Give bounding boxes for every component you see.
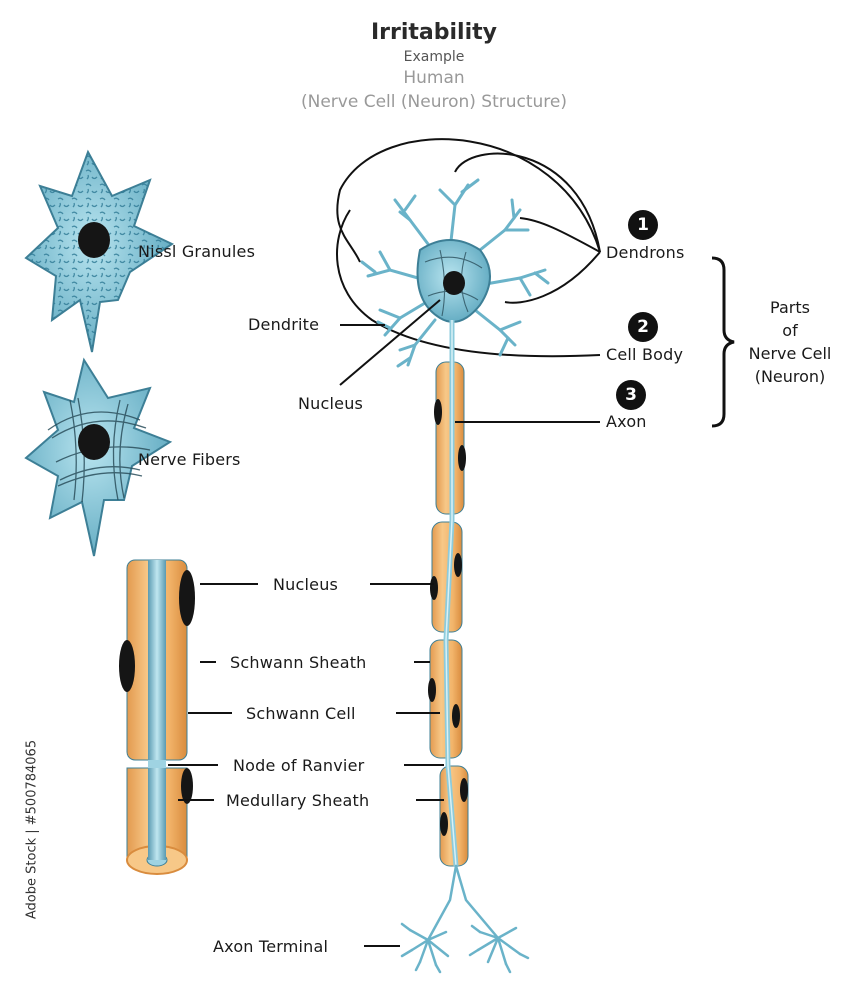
part-number-badge: 3: [616, 380, 646, 410]
dendrons-label: Dendrons: [606, 243, 685, 262]
detail-nucleus-label: Nucleus: [273, 575, 339, 594]
schwann-sheath-label: Schwann Sheath: [230, 653, 367, 672]
stock-watermark: Adobe Stock | #500784065: [24, 739, 40, 920]
axon-terminal-label: Axon Terminal: [213, 937, 329, 956]
diagram-title: Irritability: [370, 20, 498, 45]
part-number-badge: 1: [628, 210, 658, 240]
medullary-sheath-label: Medullary Sheath: [226, 791, 370, 810]
axon-terminal: [400, 864, 530, 974]
nucleus-label: Nucleus: [298, 394, 364, 413]
part-number-badge: 2: [628, 312, 658, 342]
axon: [428, 320, 469, 867]
nerve-fibers-label: Nerve Fibers: [138, 450, 241, 469]
axon-detail: [119, 559, 195, 875]
nissl-granules-label: Nissl Granules: [138, 242, 256, 261]
diagram-subject: Human: [403, 68, 465, 88]
diagram-example-label: Example: [403, 49, 465, 65]
diagram-subtitle: (Nerve Cell (Neuron) Structure): [300, 92, 568, 112]
parts-bracket: [711, 256, 735, 428]
schwann-cell-label: Schwann Cell: [246, 704, 356, 723]
neuron-cell-body: [360, 178, 550, 368]
nerve-fibers-cell: [24, 357, 173, 557]
leader-lines: [168, 299, 600, 947]
cell-body-label: Cell Body: [606, 345, 684, 364]
nissl-granules-cell: [24, 149, 175, 353]
node-of-ranvier-label: Node of Ranvier: [233, 756, 365, 775]
dendrite-label: Dendrite: [248, 315, 320, 334]
axon-label: Axon: [606, 412, 647, 431]
